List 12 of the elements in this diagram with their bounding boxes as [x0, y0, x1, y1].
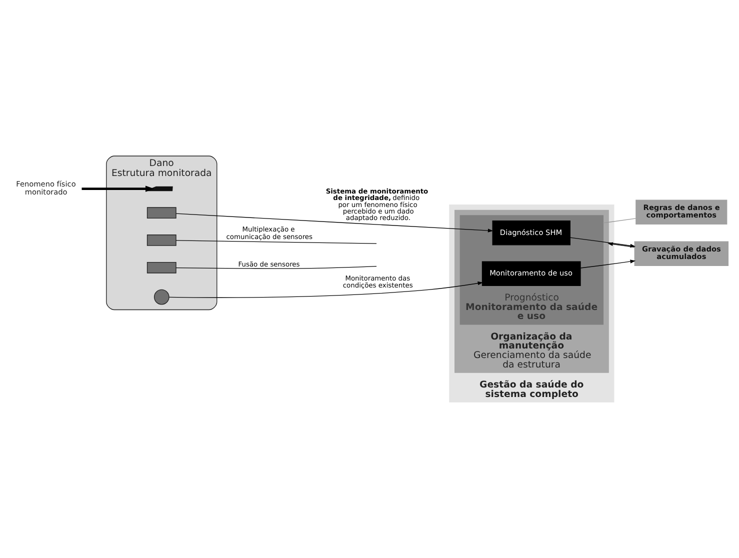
connector [176, 266, 377, 269]
cluster: Dano Estrutura monitorada [106, 156, 218, 310]
node-box [146, 234, 176, 246]
arrow [580, 260, 636, 268]
arrow [176, 213, 494, 232]
node-box [146, 262, 176, 274]
arrow [168, 281, 484, 298]
connector [176, 240, 377, 244]
node-box [146, 207, 176, 219]
connector [602, 218, 636, 224]
node-circle [154, 289, 170, 305]
arrow [82, 186, 154, 192]
